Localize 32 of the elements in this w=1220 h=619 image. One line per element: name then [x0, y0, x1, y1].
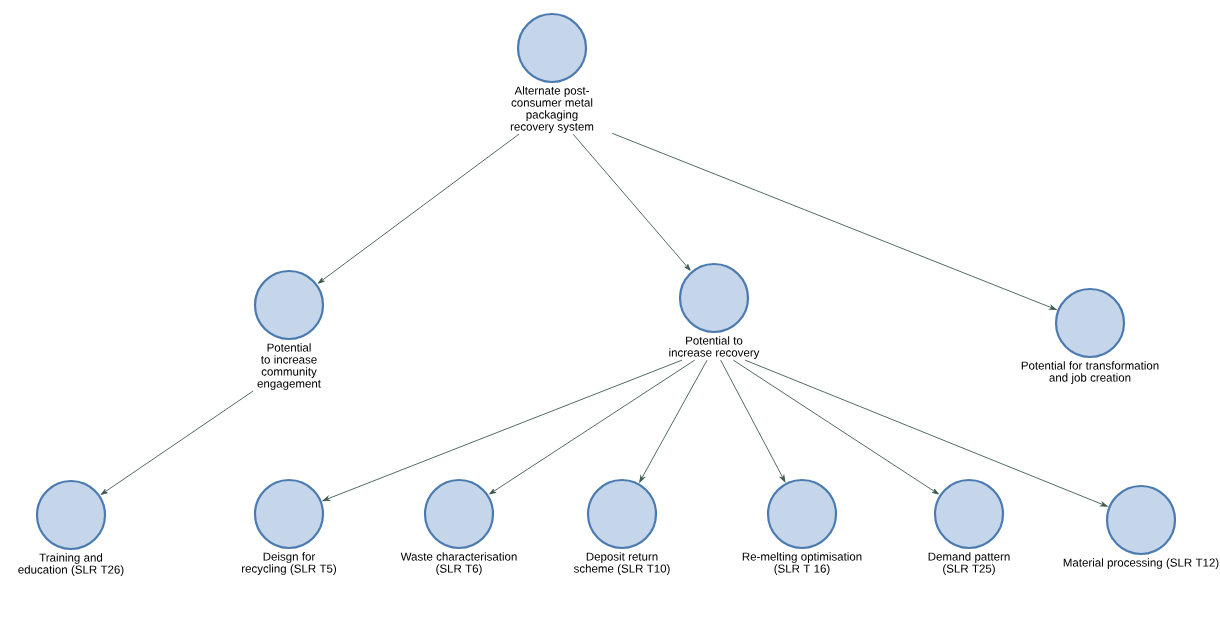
circle-node: Demand pattern (SLR T25): [928, 478, 1010, 575]
arrow: [100, 390, 254, 495]
node-label: Re-melting optimisation (SLR T 16): [742, 552, 862, 575]
circle-node: Potential to increase community engagement: [253, 269, 325, 390]
circle-node: Alternate post-consumer metal packaging recovery system: [510, 12, 594, 133]
node-label: Deisgn for recycling (SLR T5): [242, 552, 337, 575]
circle-node: Waste characterisation (SLR T6): [400, 478, 517, 575]
arrow: [744, 359, 1108, 507]
node-label: Material processing (SLR T12): [1063, 558, 1219, 569]
arrow: [720, 359, 786, 483]
node-label: Potential for transformation and job creation: [1021, 361, 1159, 384]
arrow: [639, 359, 708, 483]
circle-node: Deposit return scheme (SLR T10): [573, 478, 670, 575]
node-label: Training and education (SLR T26): [18, 553, 124, 576]
circle-node: Deisgn for recycling (SLR T5): [242, 478, 336, 575]
arrow: [322, 359, 683, 502]
circle-node: Potential for transformation and job creation: [1021, 287, 1159, 384]
circle-node: Re-melting optimisation (SLR T 16): [742, 478, 862, 575]
circle-node: Material processing (SLR T12): [1063, 484, 1219, 569]
node-label: Waste characterisation (SLR T6): [400, 552, 517, 575]
node-label: Potential to increase community engagement: [257, 343, 321, 390]
node-label: Potential to increase recovery: [669, 336, 760, 359]
circle-node: Training and education (SLR T26): [18, 479, 124, 576]
arrow: [732, 359, 939, 495]
arrow: [572, 133, 691, 271]
node-label: Deposit return scheme (SLR T10): [573, 552, 670, 575]
arrow: [489, 359, 696, 495]
arrow: [317, 133, 520, 284]
arrow: [611, 132, 1057, 310]
node-label: Alternate post-consumer metal packaging recovery system: [510, 86, 594, 133]
node-label: Demand pattern (SLR T25): [928, 552, 1010, 575]
circle-node: Potential to increase recovery: [669, 262, 760, 359]
